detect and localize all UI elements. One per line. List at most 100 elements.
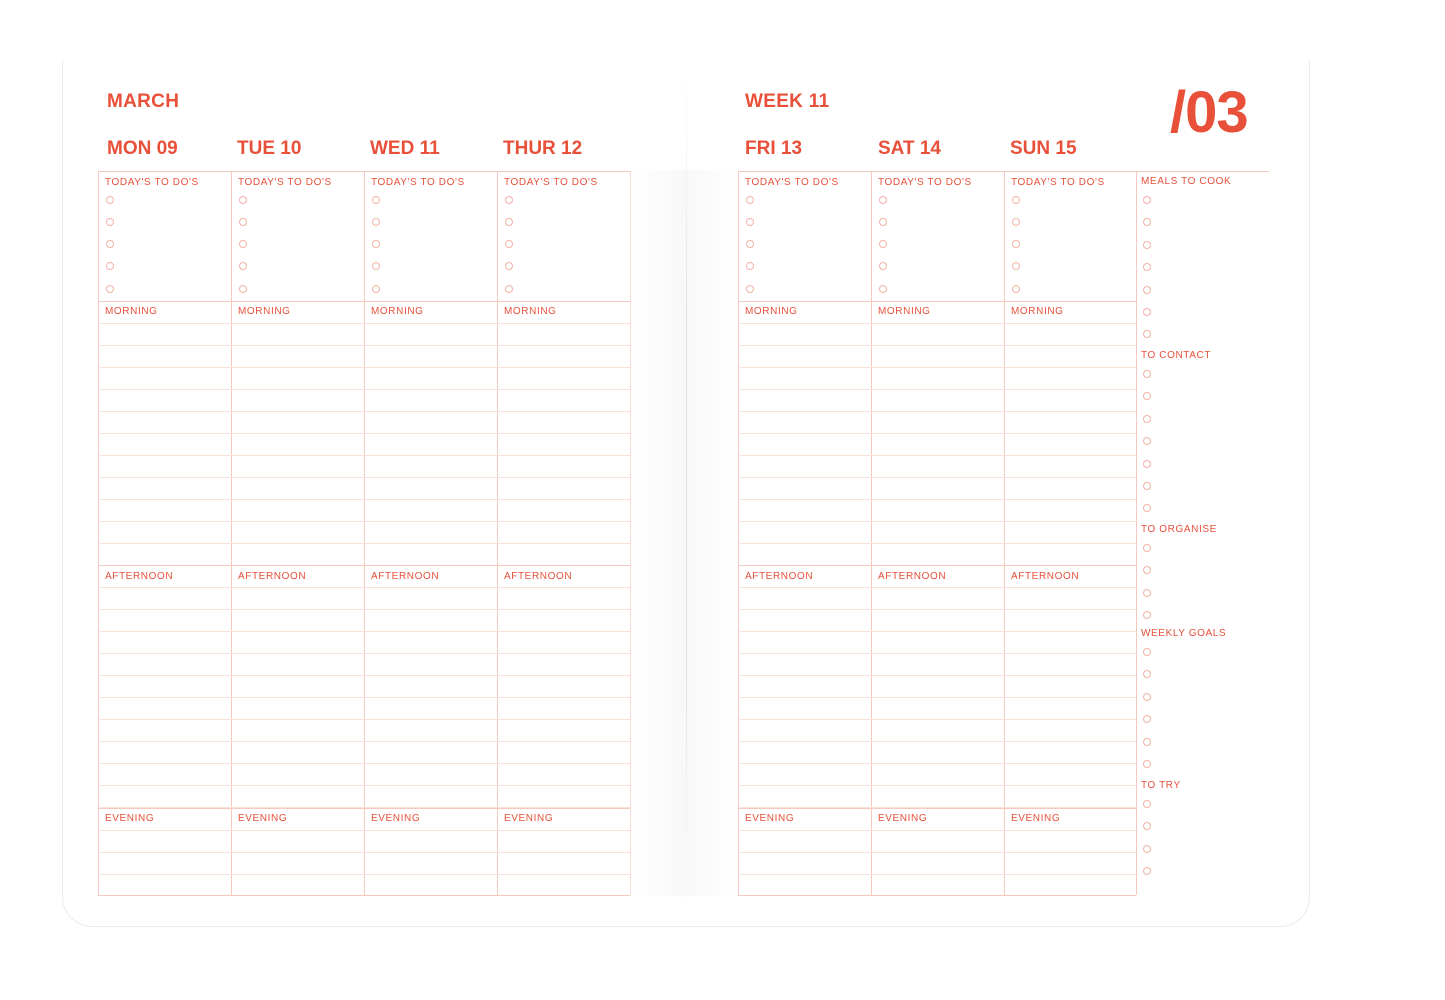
writing-line [98,830,630,831]
todo-checkbox[interactable] [505,240,513,248]
todo-checkbox[interactable] [239,285,247,293]
todo-checkbox[interactable] [106,218,114,226]
writing-line [98,874,630,875]
todo-checkbox[interactable] [746,240,754,248]
sidebar-checkbox[interactable] [1143,482,1151,490]
todo-checkbox[interactable] [505,196,513,204]
todo-checkbox[interactable] [239,240,247,248]
todo-checkbox[interactable] [1012,285,1020,293]
sidebar-checkbox[interactable] [1143,308,1151,316]
todo-checkbox[interactable] [746,218,754,226]
sidebar-checkbox[interactable] [1143,867,1151,876]
todo-checkbox[interactable] [879,262,887,270]
sidebar-checkbox[interactable] [1143,800,1151,808]
day-column-border [1136,171,1137,895]
todo-checkbox[interactable] [239,218,247,226]
writing-line [738,521,1136,522]
todo-checkbox[interactable] [879,285,887,293]
writing-line [98,367,630,368]
writing-line [738,852,1136,853]
sidebar-checkbox[interactable] [1143,414,1151,423]
todo-checkbox[interactable] [505,218,513,226]
todo-checkbox[interactable] [372,262,380,270]
todo-checkbox[interactable] [372,285,380,293]
todo-checkbox[interactable] [106,240,114,248]
todo-checkbox[interactable] [106,262,114,270]
sidebar-checkbox[interactable] [1143,437,1151,446]
writing-line [98,455,630,456]
todo-checkbox[interactable] [106,285,114,293]
sidebar-checkbox[interactable] [1143,822,1151,831]
sidebar-checkbox[interactable] [1143,504,1151,513]
todo-checkbox[interactable] [879,196,887,204]
todo-checkbox[interactable] [879,218,887,226]
writing-line [738,433,1136,434]
evening-label: EVENING [504,813,554,824]
sidebar-checkbox[interactable] [1143,611,1151,620]
sidebar-checkbox[interactable] [1143,715,1151,724]
section-rule [98,301,630,302]
sidebar-checkbox[interactable] [1143,330,1151,339]
sidebar-checkbox[interactable] [1143,737,1151,746]
afternoon-label: AFTERNOON [878,571,947,582]
todo-checkbox[interactable] [505,285,513,293]
sidebar-checkbox[interactable] [1143,196,1151,204]
sidebar-checkbox[interactable] [1143,566,1151,575]
todo-checkbox[interactable] [879,240,887,248]
todo-checkbox[interactable] [239,262,247,270]
sidebar-checkbox[interactable] [1143,370,1151,378]
evening-label: EVENING [878,813,928,824]
writing-line [738,719,1136,720]
todo-checkbox[interactable] [1012,218,1020,226]
todo-checkbox[interactable] [1012,196,1020,204]
day-column-border [364,171,365,895]
todo-checkbox[interactable] [746,285,754,293]
todo-checkbox[interactable] [1012,262,1020,270]
todos-label: TODAY'S TO DO'S [878,177,972,188]
todo-checkbox[interactable] [106,196,114,204]
morning-label: MORNING [1011,306,1064,317]
sidebar-checkbox[interactable] [1143,263,1151,272]
sidebar-checkbox[interactable] [1143,459,1151,468]
writing-line [738,411,1136,412]
sidebar-checkbox[interactable] [1143,392,1151,401]
writing-line [738,653,1136,654]
writing-line [738,455,1136,456]
day-heading: TUE 10 [237,138,302,159]
sidebar-checkbox[interactable] [1143,692,1151,701]
section-rule [98,808,630,809]
writing-line [98,499,630,500]
sidebar-checkbox[interactable] [1143,588,1151,597]
spine [686,60,687,926]
todo-checkbox[interactable] [372,196,380,204]
sidebar-checkbox[interactable] [1143,285,1151,294]
writing-line [738,631,1136,632]
todo-checkbox[interactable] [372,240,380,248]
todo-checkbox[interactable] [372,218,380,226]
writing-line [98,609,630,610]
todo-checkbox[interactable] [746,196,754,204]
writing-line [738,345,1136,346]
sidebar-checkbox[interactable] [1143,544,1151,552]
todo-checkbox[interactable] [1012,240,1020,248]
evening-label: EVENING [105,813,155,824]
day-heading: WED 11 [370,138,440,159]
day-column-border [231,171,232,895]
writing-line [738,763,1136,764]
writing-line [738,323,1136,324]
sidebar-checkbox[interactable] [1143,760,1151,768]
morning-label: MORNING [745,306,798,317]
writing-line [98,697,630,698]
sidebar-checkbox[interactable] [1143,648,1151,656]
day-heading: MON 09 [107,138,178,159]
todo-checkbox[interactable] [505,262,513,270]
todo-checkbox[interactable] [746,262,754,270]
sidebar-checkbox[interactable] [1143,844,1151,853]
sidebar-checkbox[interactable] [1143,670,1151,679]
sidebar-checkbox[interactable] [1143,240,1151,249]
sidebar-checkbox[interactable] [1143,218,1151,227]
writing-line [98,807,630,808]
writing-line [738,499,1136,500]
morning-label: MORNING [878,306,931,317]
todo-checkbox[interactable] [239,196,247,204]
